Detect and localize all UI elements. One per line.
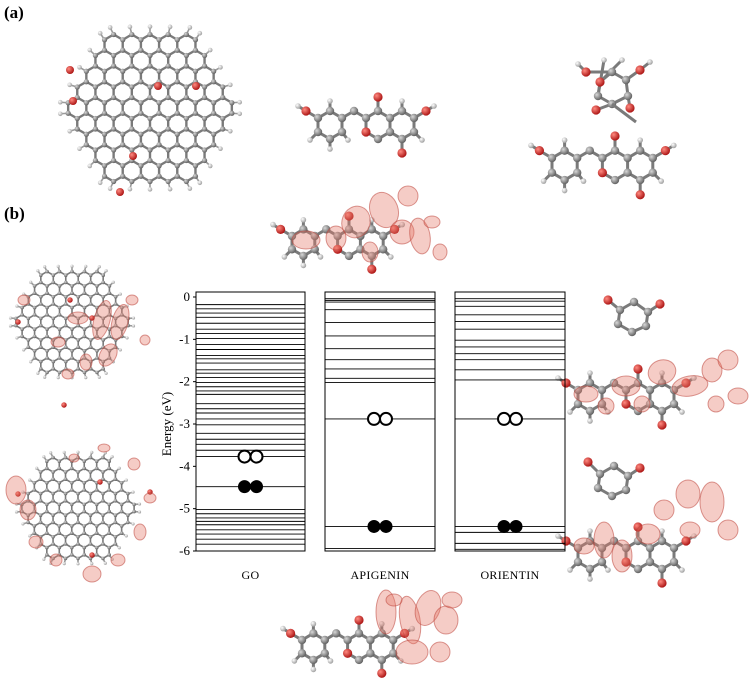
y-tick-label: -1 bbox=[179, 331, 190, 346]
energy-columns: GO APIGENIN ORIENTIN bbox=[195, 291, 566, 582]
column-label: GO bbox=[242, 568, 260, 582]
energy-column-apigenin: APIGENIN bbox=[324, 291, 436, 582]
panel-a-label: (a) bbox=[4, 3, 24, 22]
y-tick-label: -6 bbox=[179, 543, 190, 558]
column-label: APIGENIN bbox=[350, 568, 409, 582]
lumo-empty-orbital-marker bbox=[379, 411, 393, 426]
go-molecule-structure bbox=[57, 24, 243, 196]
lumo-empty-orbital-marker bbox=[367, 411, 381, 426]
column-frame bbox=[195, 291, 306, 552]
energy-level-diagram: Energy (eV) 0 -1 -2 -3 -4 -5 -6 GO APIGENIN ORIE… bbox=[159, 289, 566, 582]
y-tick-label: 0 bbox=[184, 289, 191, 304]
orientin-molecule-structure bbox=[528, 57, 677, 200]
lumo-empty-orbital-marker bbox=[249, 449, 264, 464]
y-tick-label: -3 bbox=[179, 416, 190, 431]
y-axis-title: Energy (eV) bbox=[159, 392, 174, 456]
homo-filled-electron-marker bbox=[250, 480, 263, 494]
y-tick-label: -4 bbox=[179, 458, 190, 473]
lumo-empty-orbital-marker bbox=[497, 411, 511, 426]
energy-column-go: GO bbox=[195, 291, 306, 582]
column-frame bbox=[454, 291, 566, 552]
energy-column-orientin: ORIENTIN bbox=[454, 291, 566, 582]
orientin-lumo-orbital bbox=[555, 295, 749, 430]
homo-filled-electron-marker bbox=[238, 480, 251, 494]
homo-filled-electron-marker bbox=[379, 519, 393, 533]
y-axis-ticks: 0 -1 -2 -3 -4 -5 -6 bbox=[179, 289, 196, 558]
y-tick-label: -2 bbox=[179, 374, 190, 389]
column-label: ORIENTIN bbox=[480, 568, 539, 582]
apigenin-molecule-structure bbox=[295, 92, 437, 158]
y-tick-label: -5 bbox=[179, 501, 190, 516]
apigenin-homo-orbital bbox=[280, 589, 463, 678]
homo-filled-electron-marker bbox=[509, 519, 523, 533]
apigenin-lumo-orbital bbox=[270, 185, 448, 274]
lumo-empty-orbital-marker bbox=[509, 411, 523, 426]
go-homo-orbital bbox=[5, 443, 157, 583]
orientin-homo-orbital bbox=[555, 457, 739, 588]
homo-filled-electron-marker bbox=[367, 519, 381, 533]
homo-filled-electron-marker bbox=[497, 519, 511, 533]
lumo-empty-orbital-marker bbox=[237, 449, 252, 464]
go-lumo-orbital bbox=[8, 264, 151, 408]
panel-b-label: (b) bbox=[4, 204, 25, 223]
